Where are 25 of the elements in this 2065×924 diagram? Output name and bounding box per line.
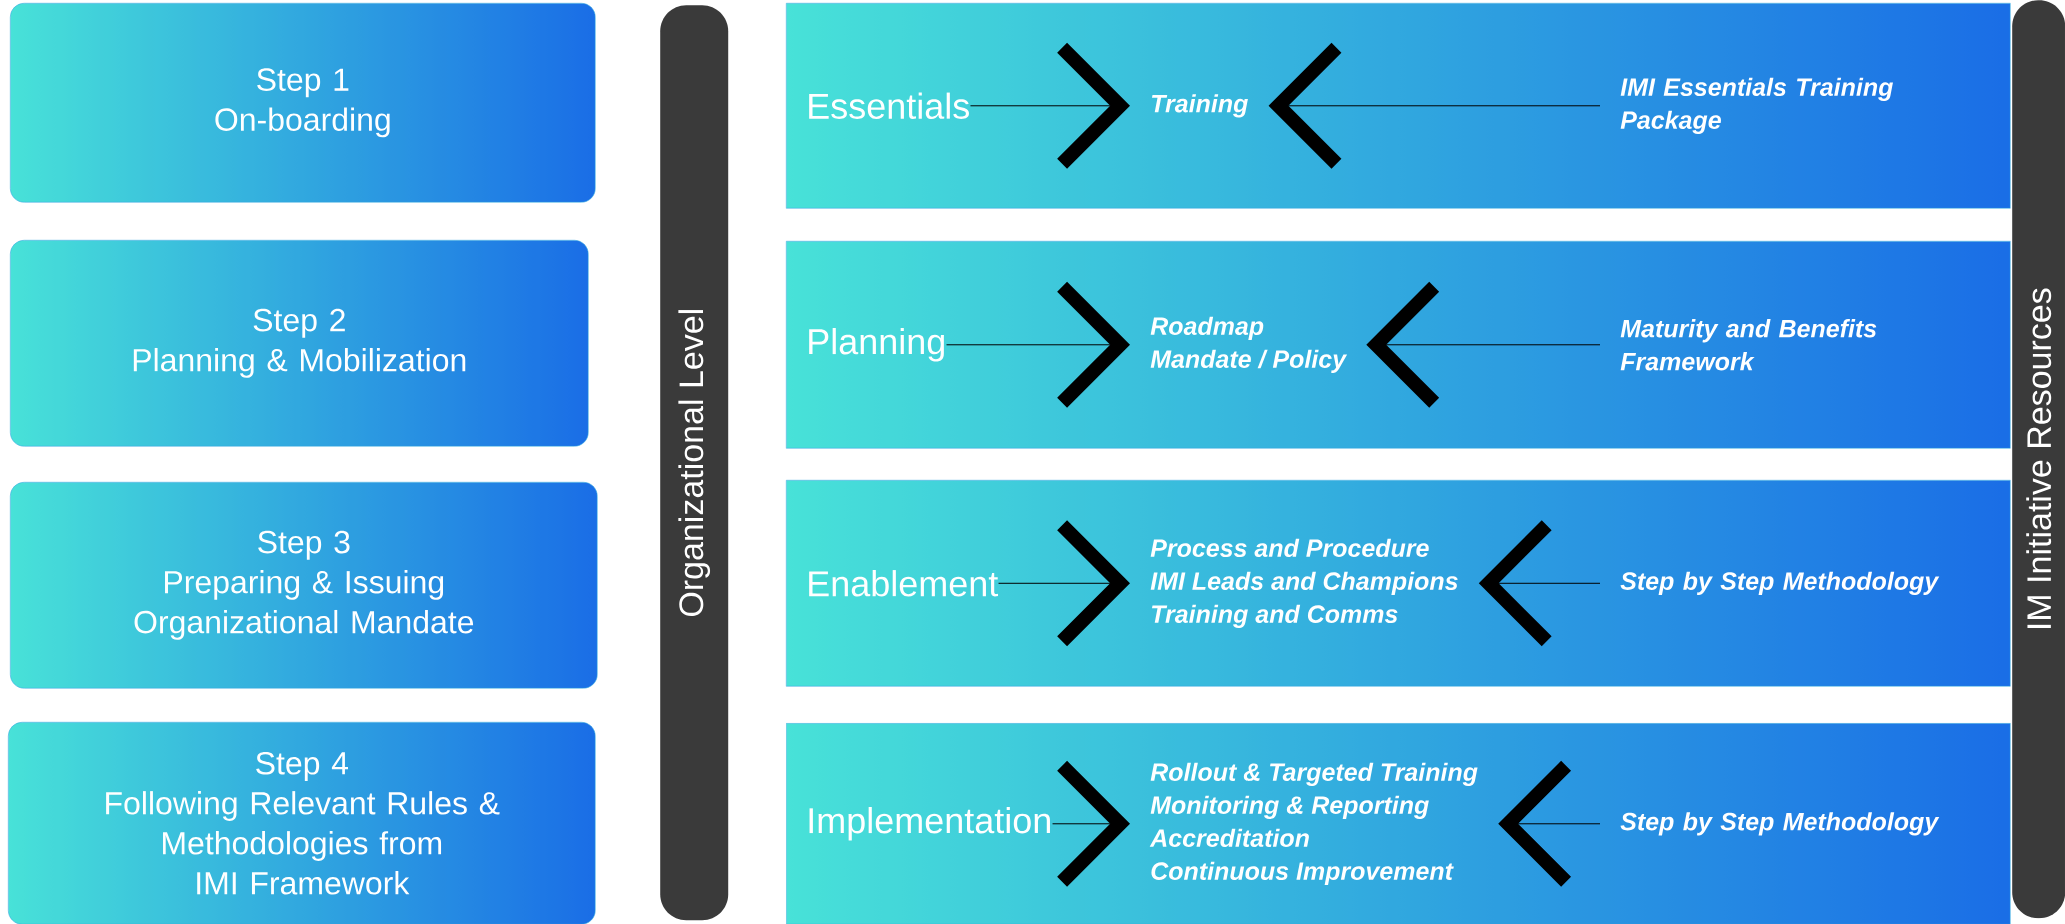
step-box: Step 4 Following Relevant Rules & Methodologies from IMI Framework (8, 722, 596, 924)
band-heading: Essentials (809, 92, 969, 119)
vertical-label: IM Initiative Resources (2026, 288, 2052, 628)
level-band (786, 480, 2011, 687)
step-box: Step 3 Preparing & Issuing Organizational Mandate (10, 482, 598, 689)
band-heading: Implementation (809, 807, 1050, 841)
level-band (786, 723, 2011, 924)
vertical-bar (660, 5, 729, 921)
item-text: Step by Step Methodology (1620, 812, 1940, 836)
level-band (786, 241, 2011, 449)
item-text: Training (1152, 94, 1248, 118)
level-band (786, 3, 2011, 209)
item-text: Process and Procedure IMI Leads and Champions Training and Comms (1150, 538, 1458, 628)
step-box: Step 2 Planning & Mobilization (10, 240, 589, 447)
vertical-label: Organizational Level (678, 310, 711, 617)
item-text: Step by Step Methodology (1620, 571, 1940, 595)
chevron-arrow (1268, 42, 1601, 169)
band-heading: Planning (809, 328, 944, 362)
step-box: Step 1 On-boarding (10, 3, 596, 203)
item-text: Maturity and Benefits Framework (1620, 319, 1877, 371)
vertical-bar (2012, 0, 2065, 919)
band-heading: Enablement (809, 570, 999, 597)
item-text: IMI Essentials Training Package (1620, 77, 1893, 134)
item-text: Rollout & Targeted Training Monitoring & Reporting Accreditation Continuous Improvement (1149, 762, 1478, 885)
item-text: Roadmap Mandate / Policy (1150, 316, 1348, 373)
